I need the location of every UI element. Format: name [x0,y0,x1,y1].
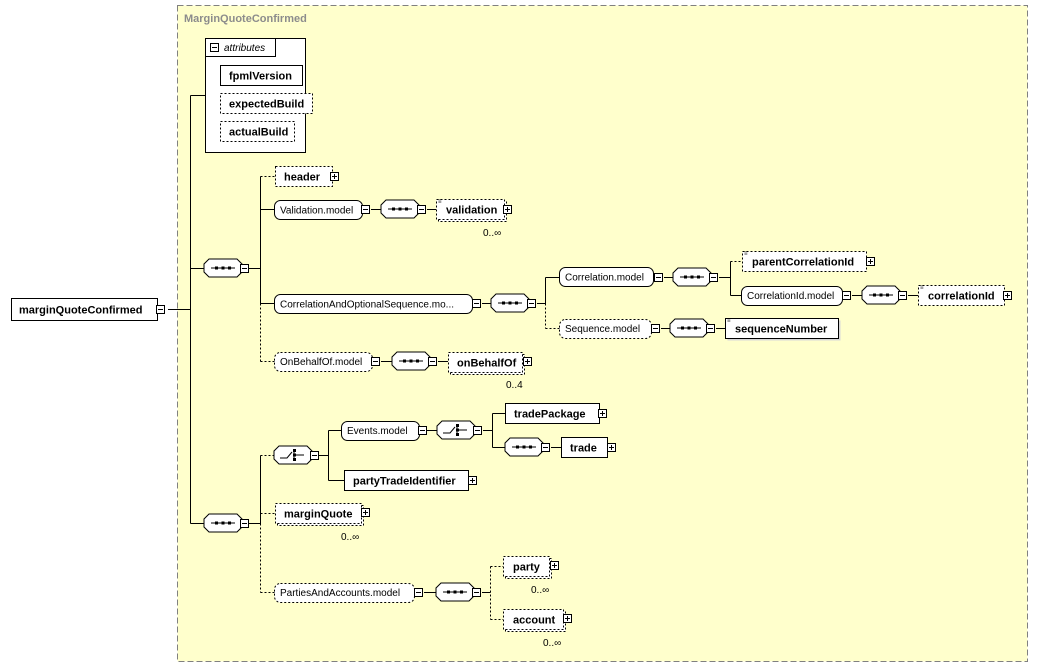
element-header[interactable] [275,166,333,187]
element-sequence-number[interactable] [725,318,839,339]
group-correlation-id-model-label: CorrelationId.model [747,291,834,302]
element-margin-quote-label: marginQuote [284,509,352,521]
choice-collapse-icon[interactable] [473,426,482,435]
parent-correlation-id-expand-icon[interactable] [866,257,875,266]
margin-quote-cardinality: 0..∞ [341,532,359,543]
svg-text:≡: ≡ [920,285,924,291]
sequence-collapse-icon[interactable] [706,324,715,333]
sequence-collapse-icon[interactable] [472,588,481,597]
group-correlation-model[interactable] [559,267,654,287]
sequence-compositor-icon [490,293,530,313]
sequence-compositor-icon [203,513,243,533]
element-sequence-number-label: sequenceNumber [735,324,828,336]
sequence-collapse-icon[interactable] [541,443,550,452]
svg-text:≡: ≡ [744,251,748,257]
element-validation-label: validation [446,205,498,217]
correlation-sequence-collapse-icon[interactable] [472,299,481,308]
correlation-model-collapse-icon[interactable] [654,273,663,282]
attr-expectedbuild-label: expectedBuild [229,99,304,111]
svg-text:≡: ≡ [438,199,442,205]
sequence-compositor-icon [504,437,544,457]
container-title: MarginQuoteConfirmed [184,13,307,25]
sequence-compositor-icon [861,285,901,305]
attr-fpmlversion[interactable] [220,65,303,86]
element-party-trade-identifier-label: partyTradeIdentifier [353,476,456,488]
sequence-collapse-icon[interactable] [417,205,426,214]
element-header-label: header [284,172,321,184]
group-events-model-label: Events.model [347,426,408,437]
group-on-behalf-of-model[interactable] [274,352,373,372]
sequence-compositor-icon [672,267,712,287]
element-party[interactable] [503,556,550,577]
correlation-id-model-collapse-icon[interactable] [842,291,851,300]
on-behalf-of-model-collapse-icon[interactable] [371,357,380,366]
trade-expand-icon[interactable] [607,443,616,452]
sequence-collapse-icon[interactable] [527,299,536,308]
svg-text:≡: ≡ [727,318,731,324]
attr-actualbuild[interactable] [220,121,295,142]
group-on-behalf-of-model-label: OnBehalfOf.model [280,357,362,368]
validation-model-collapse-icon[interactable] [361,205,370,214]
element-on-behalf-of[interactable] [448,352,523,373]
attr-actualbuild-label: actualBuild [229,127,288,139]
choice-collapse-icon[interactable] [310,451,319,460]
sequence-compositor-icon [391,351,431,371]
group-correlation-model-label: Correlation.model [565,273,644,284]
validation-expand-icon[interactable] [503,205,512,214]
sequence-collapse-icon[interactable] [898,291,907,300]
events-model-collapse-icon[interactable] [418,426,427,435]
attr-expectedbuild[interactable] [220,93,313,114]
attributes-collapse-icon[interactable] [210,43,219,52]
account-expand-icon[interactable] [563,614,572,623]
element-trade-label: trade [570,443,597,455]
element-trade-package-label: tradePackage [514,409,586,421]
element-parent-correlation-id-label: parentCorrelationId [752,257,854,269]
sequence-collapse-icon[interactable] [709,273,718,282]
party-expand-icon[interactable] [550,561,559,570]
on-behalf-of-expand-icon[interactable] [523,357,532,366]
sequence-collapse-icon[interactable] [240,264,249,273]
sequence-collapse-icon[interactable] [428,357,437,366]
attr-fpmlversion-label: fpmlVersion [229,71,292,83]
element-correlation-id-label: correlationId [928,291,995,303]
choice-compositor-icon [273,445,313,465]
sequence-compositor-icon [669,318,709,338]
root-element-label: marginQuoteConfirmed [19,305,142,317]
account-cardinality: 0..∞ [543,638,561,649]
margin-quote-expand-icon[interactable] [361,508,370,517]
header-expand-icon[interactable] [330,172,339,181]
on-behalf-of-cardinality: 0..4 [506,380,523,391]
sequence-model-collapse-icon[interactable] [651,324,660,333]
group-sequence-model-label: Sequence.model [565,324,640,335]
parties-accounts-collapse-icon[interactable] [414,588,423,597]
correlation-id-expand-icon[interactable] [1003,291,1012,300]
group-parties-accounts-model-label: PartiesAndAccounts.model [280,588,400,599]
element-on-behalf-of-label: onBehalfOf [457,358,517,370]
group-correlation-sequence-model-label: CorrelationAndOptionalSequence.mo... [280,300,454,311]
root-collapse-icon[interactable] [156,305,165,314]
validation-cardinality: 0..∞ [483,228,501,239]
element-account-label: account [513,615,556,627]
party-trade-identifier-expand-icon[interactable] [468,476,477,485]
group-validation-model-label: Validation.model [280,206,353,217]
trade-package-expand-icon[interactable] [598,409,607,418]
sequence-compositor-icon [435,582,475,602]
party-cardinality: 0..∞ [531,585,549,596]
sequence-compositor-icon [203,258,243,278]
sequence-collapse-icon[interactable] [240,519,249,528]
choice-compositor-icon [436,420,476,440]
attributes-label: attributes [224,43,265,54]
sequence-compositor-icon [380,199,420,219]
connector-lines [168,95,918,620]
element-party-label: party [513,562,541,574]
